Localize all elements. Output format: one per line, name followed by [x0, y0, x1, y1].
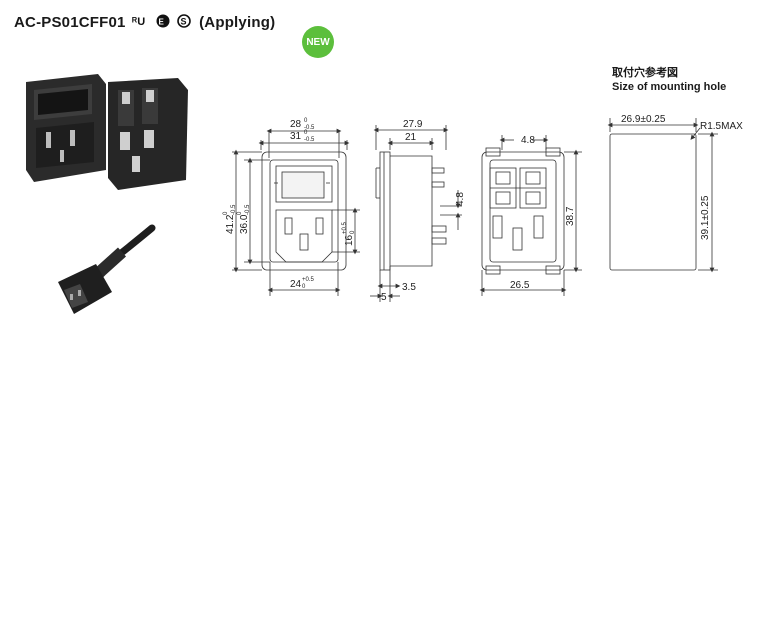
- front-view: [232, 128, 360, 296]
- svg-text:E: E: [159, 18, 165, 27]
- dim-back-right: 38.7: [565, 206, 576, 226]
- approval-status: (Applying): [199, 14, 276, 31]
- dim-side-top-inner: 21: [405, 132, 417, 143]
- dim-mount-radius: R1.5MAX: [700, 121, 743, 132]
- dim-front-bottom: 24: [290, 279, 302, 290]
- dim-front-left-inner: 36.0: [239, 214, 250, 234]
- dim-side-right: 4.8: [455, 192, 466, 206]
- svg-text:ᴿU: ᴿU: [132, 16, 145, 28]
- product-photo-cord: [58, 224, 156, 314]
- dim-front-left-outer-tol-upper: 0: [223, 211, 229, 215]
- model-number: AC-PS01CFF01: [14, 14, 126, 31]
- ul-icon: ᴿU: [132, 14, 150, 32]
- dim-side-top-outer: 27.9: [403, 119, 423, 130]
- ce-icon: E: [156, 14, 170, 32]
- dim-front-top-outer-tol-upper: 0: [304, 130, 308, 136]
- dim-back-top: 4.8: [521, 135, 535, 146]
- dim-front-inlet-height-tol-lower: 0: [350, 230, 356, 234]
- dim-front-top-outer-tol-lower: -0.5: [304, 137, 315, 143]
- dim-side-bottom-left: 5: [381, 292, 387, 303]
- dim-mount-width: 26.9±0.25: [621, 114, 666, 125]
- mounting-title-cn: 取付穴参考図: [612, 67, 678, 79]
- mounting-hole-drawing: [607, 118, 718, 273]
- new-badge: NEW: [302, 26, 334, 58]
- dim-back-bottom: 26.5: [510, 280, 530, 291]
- s-mark-icon: S: [176, 14, 191, 32]
- dim-mount-height: 39.1±0.25: [700, 195, 711, 240]
- mounting-title-en: Size of mounting hole: [612, 81, 727, 93]
- dim-front-bottom-tol-upper: +0.5: [302, 277, 315, 283]
- dim-front-inlet-height: 16: [344, 234, 355, 246]
- dim-side-bottom-right: 3.5: [402, 282, 416, 293]
- dim-front-left-inner-tol-upper: 0: [237, 211, 243, 215]
- dim-front-top-inner-tol-lower: -0.5: [304, 125, 315, 131]
- dim-front-top-outer: 31: [290, 131, 302, 142]
- product-photo-front: [26, 74, 106, 182]
- dim-front-bottom-tol-lower: 0: [302, 284, 306, 290]
- side-view: [370, 125, 462, 302]
- dim-front-left-outer: 41.2: [225, 214, 236, 234]
- dim-front-left-inner-tol-lower: -0.5: [245, 204, 251, 215]
- product-title: AC-PS01CFF01 ᴿU E S (Applying): [14, 14, 275, 32]
- svg-text:S: S: [180, 17, 186, 27]
- product-photo-rear: [108, 78, 188, 190]
- dim-front-top-inner: 28: [290, 119, 302, 130]
- mounting-hole-title: 取付穴参考図 Size of mounting hole: [612, 66, 726, 94]
- dim-front-left-outer-tol-lower: -0.5: [231, 204, 237, 215]
- dim-front-inlet-height-tol-upper: +0.5: [342, 221, 348, 234]
- dim-front-top-inner-tol-upper: 0: [304, 118, 308, 124]
- back-view: [479, 135, 582, 296]
